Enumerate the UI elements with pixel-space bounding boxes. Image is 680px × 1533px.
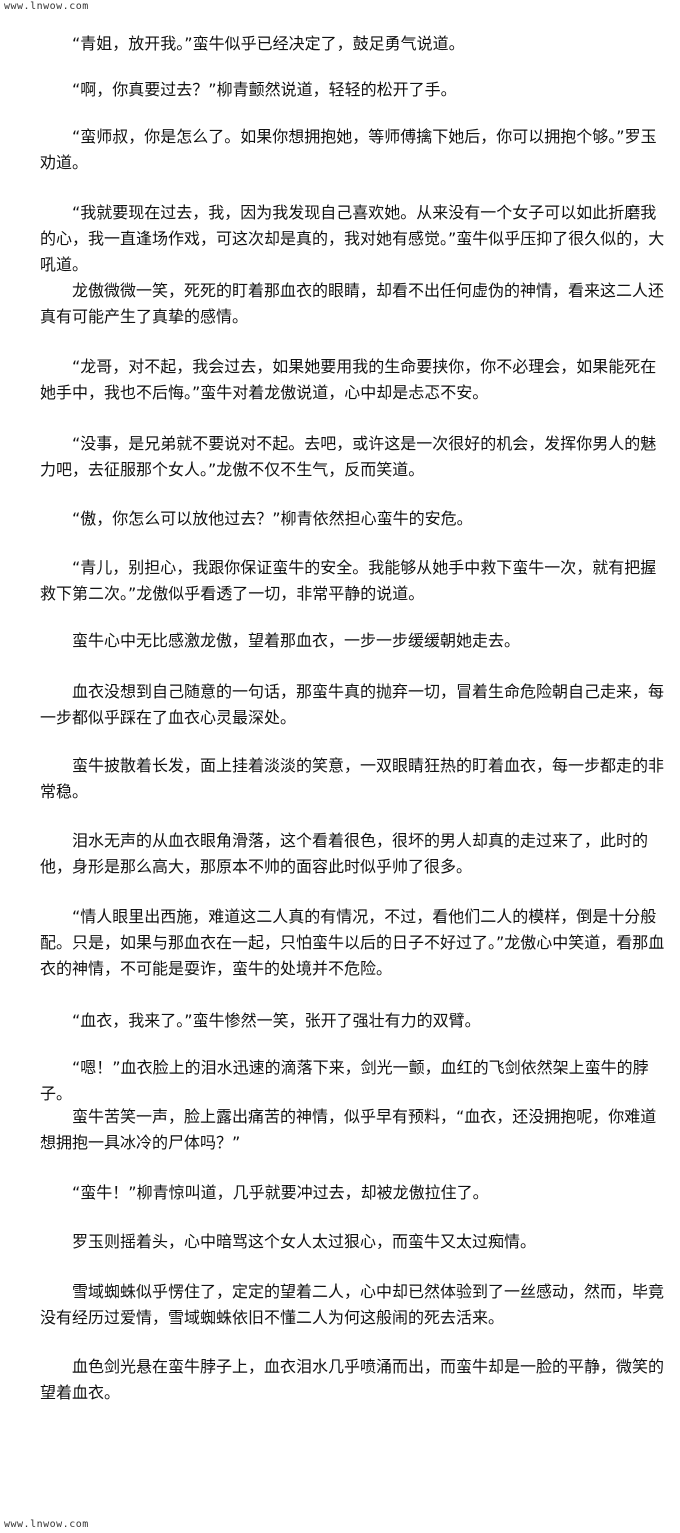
paragraph-1: “青姐，放开我。”蛮牛似乎已经决定了，鼓足勇气说道。	[72, 34, 465, 53]
paragraph-11: 血衣没想到自己随意的一句话，那蛮牛真的抛弃一切，冒着生命危险朝自己走来，每一步都…	[40, 682, 665, 727]
paragraph-5: 龙傲微微一笑，死死的盯着那血衣的眼睛，却看不出任何虚伪的神情，看来这二人还真有可…	[40, 281, 665, 326]
paragraph-12: 蛮牛披散着长发，面上挂着淡淡的笑意，一双眼睛狂热的盯着血衣，每一步都走的非常稳。	[40, 756, 665, 801]
paragraph-6: “龙哥，对不起，我会过去，如果她要用我的生命要挟你，你不必理会，如果能死在她手中…	[40, 357, 657, 402]
paragraph-3: “蛮师叔，你是怎么了。如果你想拥抱她，等师傅擒下她后，你可以拥抱个够。”罗玉劝道…	[40, 127, 657, 172]
paragraph-4: “我就要现在过去，我，因为我发现自己喜欢她。从来没有一个女子可以如此折磨我的心，…	[40, 203, 665, 274]
paragraph-19: 罗玉则摇着头，心中暗骂这个女人太过狠心，而蛮牛又太过痴情。	[72, 1232, 537, 1251]
paragraph-2: “啊，你真要过去？”柳青颤然说道，轻轻的松开了手。	[72, 80, 457, 99]
paragraph-16: “嗯！”血衣脸上的泪水迅速的滴落下来，剑光一颤，血红的飞剑依然架上蛮牛的脖子。	[40, 1058, 649, 1103]
paragraph-14: “情人眼里出西施，难道这二人真的有情况，不过，看他们二人的模样，倒是十分般配。只…	[40, 907, 665, 978]
paragraph-20: 雪域蜘蛛似乎愣住了，定定的望着二人，心中却已然体验到了一丝感动，然而，毕竟没有经…	[40, 1282, 665, 1327]
paragraph-21: 血色剑光悬在蛮牛脖子上，血衣泪水几乎喷涌而出，而蛮牛却是一脸的平静，微笑的望着血…	[40, 1357, 665, 1402]
paragraph-18: “蛮牛！”柳青惊叫道，几乎就要冲过去，却被龙傲拉住了。	[72, 1183, 489, 1202]
watermark-bottom: www.lnwow.com	[4, 1519, 89, 1530]
paragraph-13: 泪水无声的从血衣眼角滑落，这个看着很色，很坏的男人却真的走过来了，此时的他，身形…	[40, 831, 649, 876]
paragraph-10: 蛮牛心中无比感激龙傲，望着那血衣，一步一步缓缓朝她走去。	[72, 631, 521, 650]
paragraph-17: 蛮牛苦笑一声，脸上露出痛苦的神情，似乎早有预料，“血衣，还没拥抱呢，你难道想拥抱…	[40, 1107, 657, 1152]
paragraph-9: “青儿，别担心，我跟你保证蛮牛的安全。我能够从她手中救下蛮牛一次，就有把握救下第…	[40, 558, 657, 603]
paragraph-15: “血衣，我来了。”蛮牛惨然一笑，张开了强壮有力的双臂。	[72, 1011, 481, 1030]
paragraph-7: “没事，是兄弟就不要说对不起。去吧，或许这是一次很好的机会，发挥你男人的魅力吧，…	[40, 434, 657, 479]
watermark-top: www.lnwow.com	[4, 1, 89, 12]
paragraph-8: “傲，你怎么可以放他过去？”柳青依然担心蛮牛的安危。	[72, 509, 473, 528]
